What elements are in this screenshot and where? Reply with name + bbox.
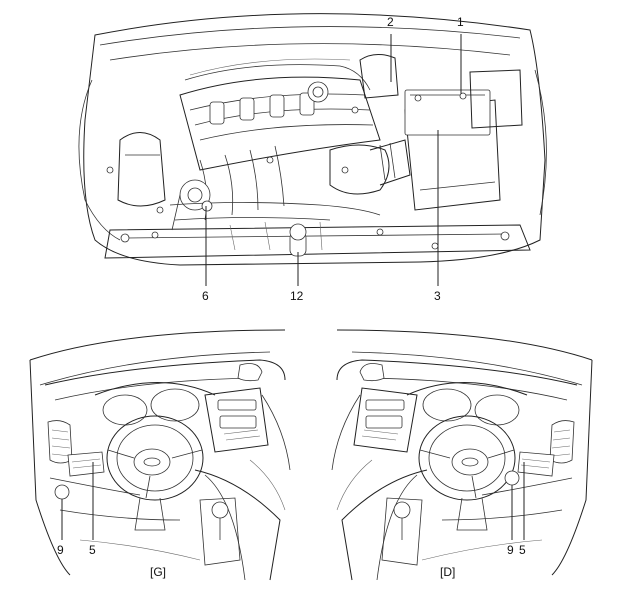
caption-right-drive: [D] <box>440 565 455 579</box>
callout-5-right: 5 <box>519 543 526 557</box>
callout-5-left: 5 <box>89 543 96 557</box>
interior-right-illustration <box>331 329 593 581</box>
callout-12: 12 <box>290 289 304 303</box>
engine-callout-leaders <box>205 34 462 286</box>
right-callout-leaders <box>511 462 525 540</box>
callout-9-right: 9 <box>507 543 514 557</box>
callout-1: 1 <box>457 15 464 29</box>
callout-3: 3 <box>434 289 441 303</box>
callout-2: 2 <box>387 15 394 29</box>
callout-6: 6 <box>202 289 209 303</box>
engine-bay-illustration <box>78 13 547 266</box>
callout-9-left: 9 <box>57 543 64 557</box>
left-callout-leaders <box>61 462 94 540</box>
caption-left-drive: [G] <box>150 565 166 579</box>
interior-left-illustration <box>29 329 291 581</box>
